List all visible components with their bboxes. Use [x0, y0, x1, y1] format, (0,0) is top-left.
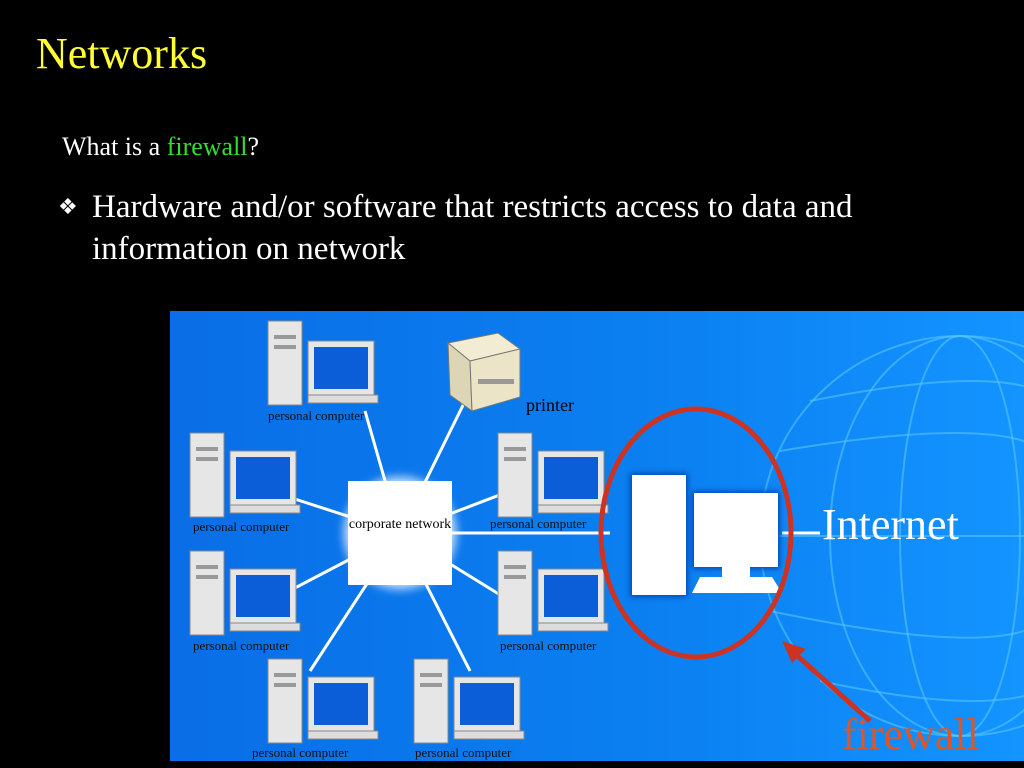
firewall-label: firewall: [842, 710, 979, 759]
question-term: firewall: [166, 132, 248, 161]
corporate-network-label: corporate network: [348, 517, 452, 532]
printer-icon: [446, 332, 522, 413]
bullet-text: Hardware and/or software that restricts …: [92, 189, 853, 267]
question-suffix: ?: [247, 132, 260, 161]
pc-top-icon: [267, 320, 379, 406]
globe-icon: [759, 335, 1024, 737]
pc-right-lower-icon: [497, 550, 609, 636]
network-diagram-graphic: [170, 311, 1024, 761]
pc-bottom-left-icon: [267, 658, 379, 744]
firewall-highlight-ring: [598, 406, 794, 660]
bullet-diamond-icon: ❖: [58, 194, 78, 219]
question-prefix: What is a: [62, 132, 167, 161]
pc-left-lower-label: personal computer: [193, 638, 290, 653]
pc-left-upper-icon: [189, 432, 301, 518]
pc-right-lower-label: personal computer: [500, 638, 597, 653]
pc-right-upper-icon: [497, 432, 609, 518]
pc-bottom-right-icon: [413, 658, 525, 744]
pc-bottom-right-label: personal computer: [415, 745, 512, 760]
slide-title: Networks: [36, 29, 208, 78]
corporate-network-hub: [348, 481, 452, 585]
pc-left-lower-icon: [189, 550, 301, 636]
firewall-arrow-icon: [782, 641, 872, 723]
printer-label: printer: [526, 395, 574, 415]
firewall-computer-icon: [630, 473, 782, 597]
network-diagram: corporate network printer Internet firew…: [170, 311, 1024, 761]
pc-right-upper-label: personal computer: [490, 516, 587, 531]
pc-left-upper-label: personal computer: [193, 519, 290, 534]
internet-label: Internet: [822, 500, 959, 549]
pc-bottom-left-label: personal computer: [252, 745, 349, 760]
question: What is a firewall?: [62, 132, 259, 162]
pc-top-label: personal computer: [268, 408, 365, 423]
